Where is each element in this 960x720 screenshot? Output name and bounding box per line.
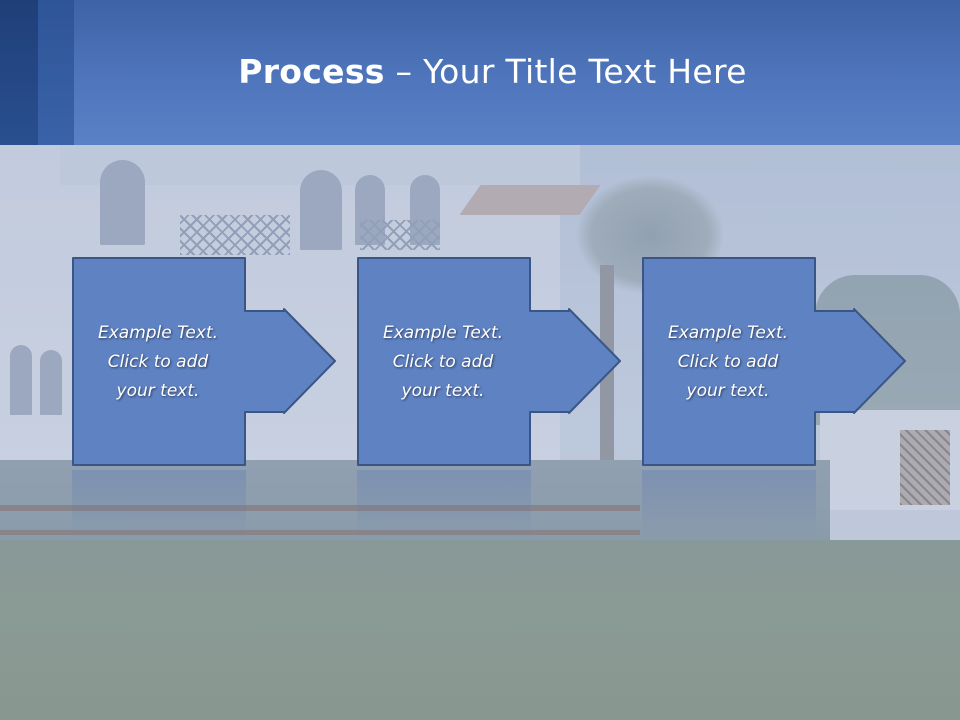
photo-lawn <box>0 540 960 720</box>
slide-title[interactable]: Process – Your Title Text Here <box>0 52 960 91</box>
title-rest-text: – Your Title Text Here <box>384 52 747 91</box>
step-reflection <box>357 470 531 540</box>
title-bold-text: Process <box>238 52 385 91</box>
photo-gate <box>900 430 950 505</box>
step-arrow-shape <box>72 257 336 466</box>
title-bar: Process – Your Title Text Here <box>0 0 960 145</box>
step-text[interactable]: Example Text. Click to add your text. <box>382 322 504 401</box>
photo-fence <box>0 505 640 535</box>
photo-window <box>40 350 62 415</box>
step-arrow-shape <box>357 257 621 466</box>
process-step-1[interactable]: Example Text. Click to add your text. <box>72 257 344 467</box>
photo-window <box>100 160 145 245</box>
step-reflection <box>72 470 246 540</box>
process-step-3[interactable]: Example Text. Click to add your text. <box>642 257 914 467</box>
photo-balcony-railing <box>360 220 440 250</box>
photo-balcony-railing <box>180 215 290 255</box>
process-step-2[interactable]: Example Text. Click to add your text. <box>357 257 629 467</box>
photo-window <box>10 345 32 415</box>
photo-window <box>300 170 342 250</box>
step-text[interactable]: Example Text. Click to add your text. <box>667 322 789 401</box>
header-accent-dark <box>0 0 38 145</box>
step-reflection <box>642 470 816 540</box>
header-accent-mid <box>38 0 74 145</box>
step-text[interactable]: Example Text. Click to add your text. <box>97 322 219 401</box>
step-arrow-shape <box>642 257 906 466</box>
